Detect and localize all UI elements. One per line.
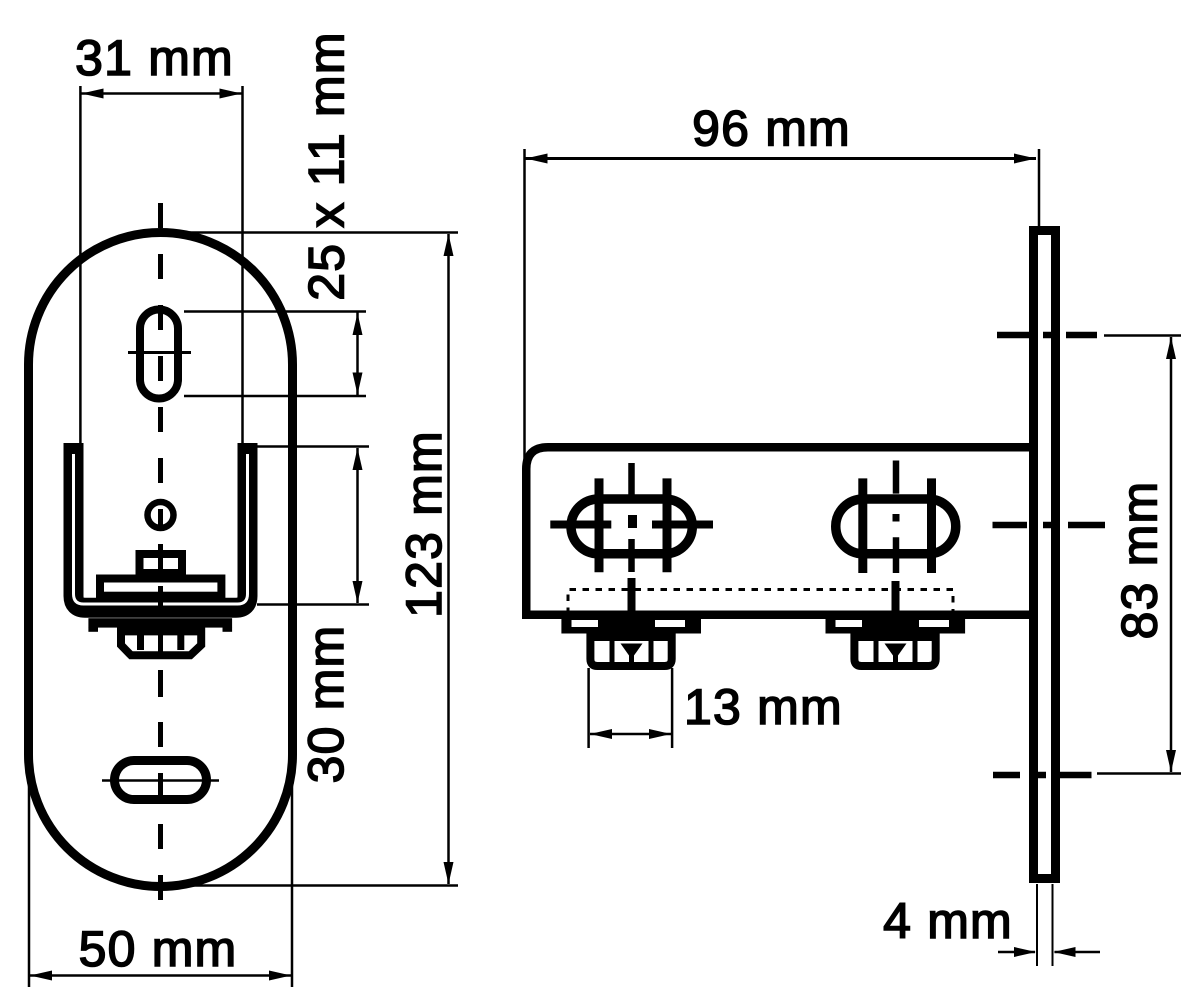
svg-text:25 x 11 mm: 25 x 11 mm (299, 31, 355, 301)
svg-text:96 mm: 96 mm (692, 101, 851, 157)
svg-text:123 mm: 123 mm (396, 430, 452, 618)
svg-text:50 mm: 50 mm (79, 921, 238, 977)
svg-text:13 mm: 13 mm (684, 679, 843, 735)
svg-text:4 mm: 4 mm (883, 893, 1013, 949)
svg-text:31 mm: 31 mm (75, 30, 234, 86)
svg-text:30 mm: 30 mm (298, 625, 354, 784)
svg-text:83 mm: 83 mm (1112, 481, 1168, 640)
